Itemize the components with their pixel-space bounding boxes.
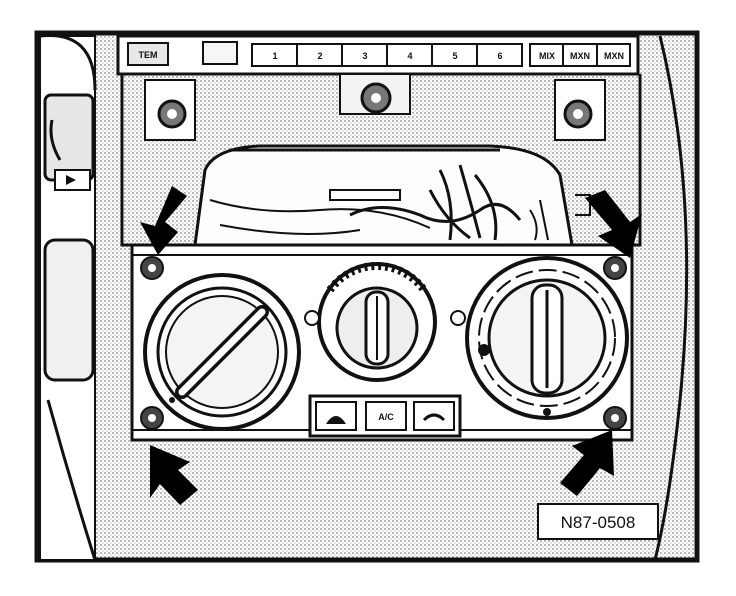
panel-screw-bottom-left — [140, 406, 164, 430]
figure-id: N87-0508 — [561, 513, 636, 532]
air-distribution-knob — [465, 256, 629, 420]
dashboard-right-edge — [653, 35, 689, 561]
radio-preset-3: 3 — [362, 51, 367, 61]
recirculation-icon — [326, 416, 346, 424]
radio-preset-2: 2 — [317, 51, 322, 61]
radio-preset-4: 4 — [407, 51, 412, 61]
adjust-screw-right — [450, 310, 466, 326]
radio-preset-1: 1 — [272, 51, 277, 61]
fan-speed-knob — [317, 261, 437, 382]
arrow-bottom-right — [560, 430, 614, 496]
radio-preset-5: 5 — [452, 51, 457, 61]
wiring-harness — [193, 144, 591, 247]
bracket-screw-left — [157, 99, 187, 129]
radio-button-mxn-1: MXN — [570, 51, 590, 61]
arrow-top-right — [585, 190, 642, 258]
radio-preset-6: 6 — [497, 51, 502, 61]
radio-button-tem: TEM — [139, 50, 158, 60]
panel-screw-top-left — [140, 256, 164, 280]
ac-button-label: A/C — [378, 412, 394, 422]
dashboard-left-trim — [39, 33, 97, 561]
radio-faceplate — [116, 34, 640, 76]
bracket-screw-center — [360, 82, 392, 114]
figure-id-box — [537, 503, 659, 540]
temperature-knob — [143, 273, 301, 431]
radio-button-mix: MIX — [539, 51, 555, 61]
panel-screw-top-right — [603, 256, 627, 280]
panel-screw-bottom-right — [603, 406, 627, 430]
adjust-screw-left — [304, 310, 320, 326]
radio-button-mxn-2: MXN — [604, 51, 624, 61]
bracket-screw-right — [563, 99, 593, 129]
arrow-top-left — [140, 186, 187, 255]
arrow-bottom-left — [150, 445, 198, 505]
rear-defrost-icon — [422, 413, 446, 422]
